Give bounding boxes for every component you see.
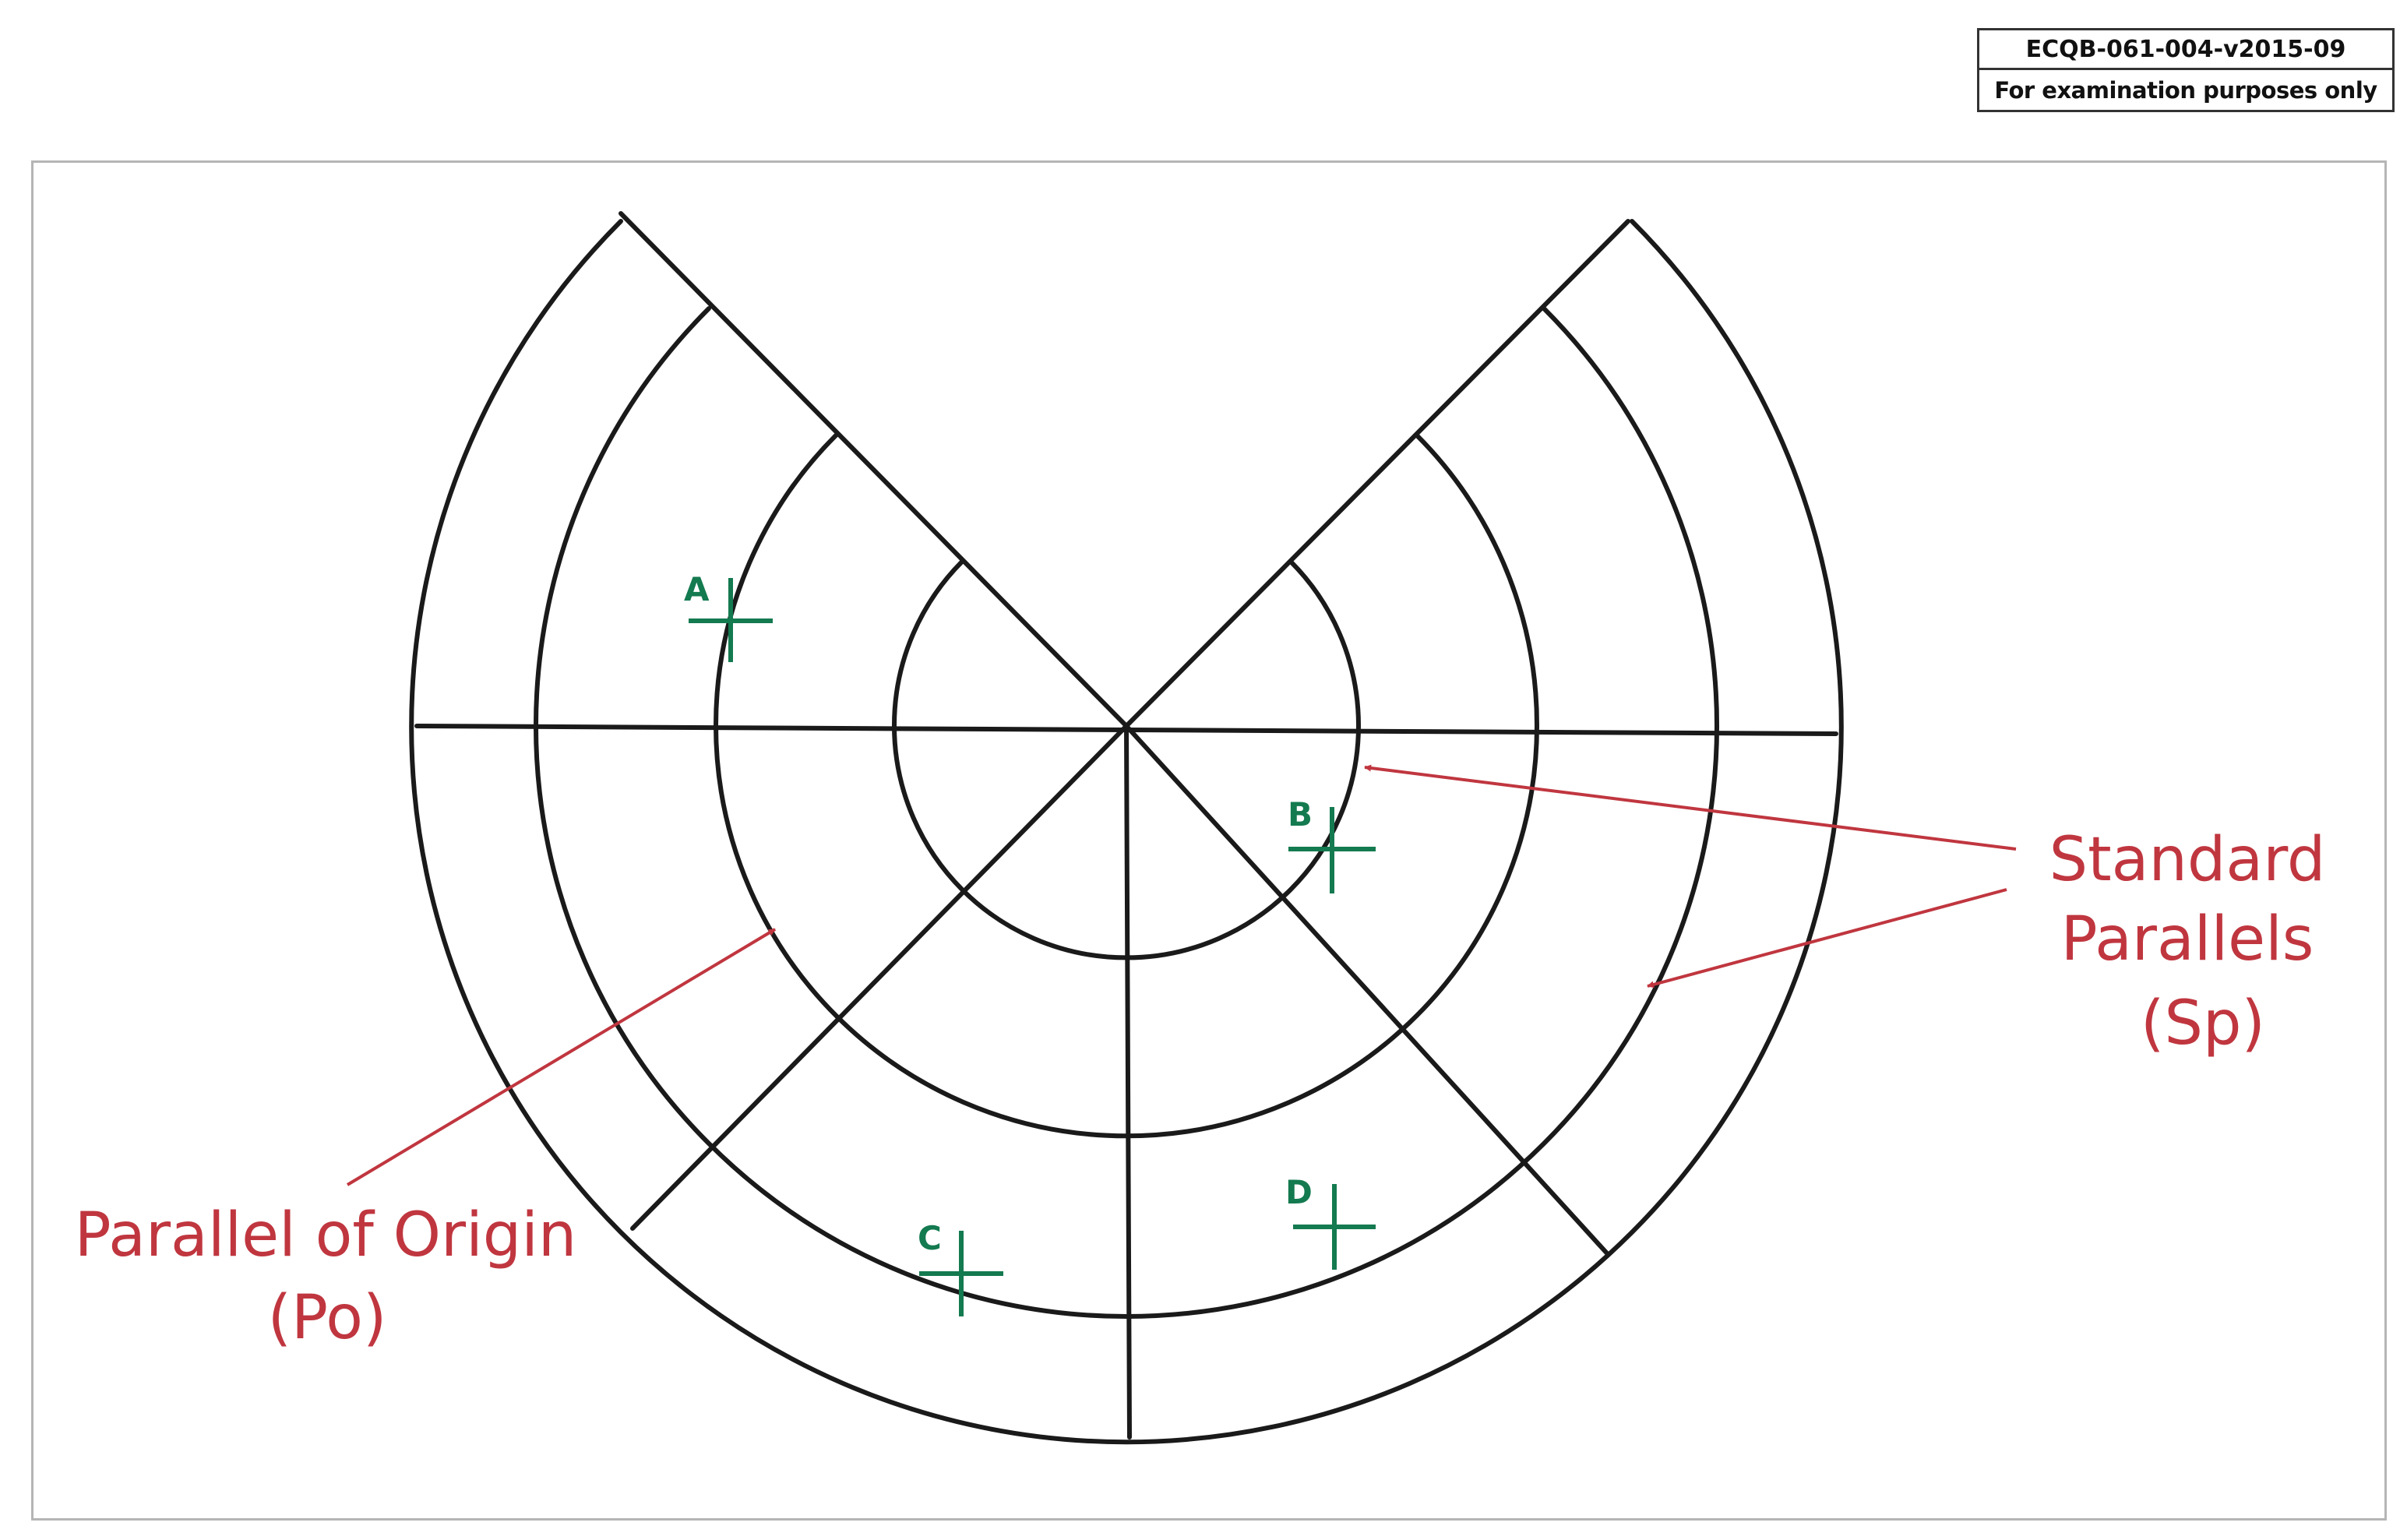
po-label-line-2: (Po) (268, 1283, 387, 1353)
point-a-marker (689, 578, 773, 662)
exam-stamp: ECQB-061-004-v2015-09 For examination pu… (1977, 28, 2395, 112)
sp-label-line-1: Standard (2049, 825, 2326, 895)
point-c-marker (919, 1231, 1003, 1316)
point-labels: A B C D (684, 570, 1313, 1257)
projection-grid (409, 211, 1844, 1445)
annotation-labels: Standard Parallels (Sp) Parallel of Orig… (75, 825, 2326, 1353)
position-markers (689, 578, 1376, 1316)
stamp-note: For examination purposes only (1994, 76, 2377, 104)
sp-label-line-3: (Sp) (2141, 988, 2265, 1059)
point-b-marker (1288, 807, 1376, 893)
sp-label-line-2: Parallels (2061, 904, 2314, 974)
po-label-line-1: Parallel of Origin (75, 1200, 577, 1270)
meridian-bottom (1124, 724, 1132, 1440)
point-d-label: D (1285, 1173, 1313, 1211)
sp-arrow-inner (1364, 764, 2017, 851)
point-b-label: B (1288, 795, 1313, 833)
point-d-marker (1293, 1184, 1376, 1270)
stamp-code: ECQB-061-004-v2015-09 (1979, 30, 2392, 70)
meridian-lower-left (630, 724, 1129, 1231)
diagram-frame (31, 160, 2387, 1521)
po-arrow (346, 928, 777, 1186)
sp-arrow-outer (1647, 888, 2007, 988)
point-a-label: A (684, 570, 710, 608)
parallel-arc-4 (409, 219, 1844, 1445)
meridian-right-top (1124, 219, 1630, 728)
meridian-left-top (619, 211, 1129, 728)
standard-parallel-outer-arc (534, 306, 1719, 1319)
meridian-lower-right (1124, 724, 1609, 1256)
point-c-label: C (918, 1219, 942, 1257)
annotation-arrows (346, 764, 2017, 1186)
